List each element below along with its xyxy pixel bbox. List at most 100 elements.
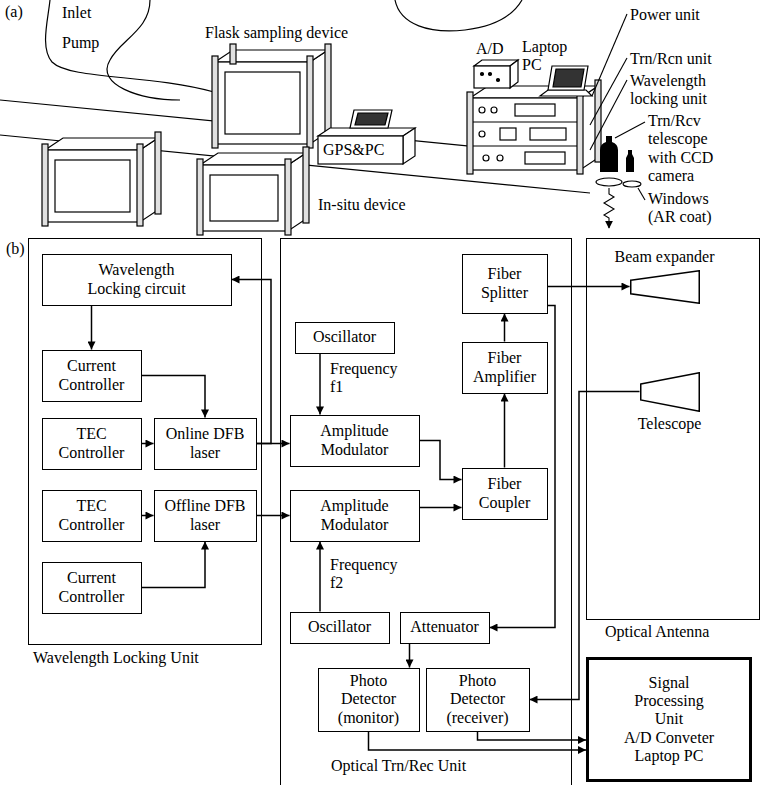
processing-box: Signal Processing UnitA/D ConveterLaptop… [586,657,752,782]
laser-beam [604,188,614,228]
optics-outline [630,270,700,304]
attenuator-box: Attenuator [400,612,490,644]
box-label: Laptop PC [635,747,704,765]
box-label: Photo Detector (monitor) [338,672,399,727]
knob [479,131,485,137]
signal-arrow [420,507,462,509]
rack-post [197,159,203,235]
unit-label: Optical Trn/Rec Unit [329,757,468,775]
box-label: Current Controller [59,569,125,606]
unit-frame: Optical Trn/Rec Unit Oscillator Fiber Spli… [280,238,572,785]
signal-arrow [319,542,321,612]
signal-label: Frequency f2 [328,556,400,593]
knob [491,107,497,113]
telescope: Telescope [640,372,700,412]
rack-post [467,92,473,174]
rack-device [225,72,300,134]
box-side [510,60,518,88]
box-label: TEC Controller [59,425,125,462]
signal-arrow [369,732,587,750]
laser-box: Online DFB laser [154,418,257,470]
unit-label: Optical Antenna [603,623,711,641]
unit-label: Telescope [638,415,702,433]
signal-arrow [142,443,154,445]
rack-post [303,147,309,223]
signal-arrow [504,314,506,342]
signal-arrow [142,376,206,418]
box-top [318,128,415,136]
connector-dot [481,73,484,76]
fiber-box: Fiber Coupler [462,468,548,520]
box-label: Oscillator [308,618,371,636]
knob [479,107,485,113]
cabin-wall [107,0,180,100]
laser-box: Offline DFB laser [154,490,257,542]
fiber-box: Fiber Splitter [462,254,548,314]
window [596,178,622,186]
part-label: Wavelength locking unit [630,72,740,109]
unit-label: Beam expander [615,248,715,266]
rack-front [45,150,140,222]
window [623,181,641,187]
part-label: In-situ device [318,196,406,214]
signal-arrow [548,286,630,288]
box-label: Fiber Coupler [479,475,531,512]
box-front [318,136,403,164]
ccd-camera [626,150,634,172]
oscillator-box: Oscillator [290,612,390,644]
part-label: Trn/Rcn unit [630,50,712,68]
rack-post [155,132,161,214]
beam-expander: Beam expander [630,270,700,304]
box-label: Offline DFB laser [155,497,256,534]
box-label: Oscillator [313,328,376,346]
signal-arrow [319,354,321,415]
leader-line [592,14,627,96]
part-label: Trn/Rcv telescope with CCD camera [648,112,733,186]
panel [515,104,555,116]
box-label: TEC Controller [59,497,125,534]
signal-arrow [409,644,411,668]
knob [497,155,503,161]
rack-shelf [470,121,580,122]
panel [500,128,516,140]
circuit-box: Wavelength Locking circuit [42,254,232,306]
optics-shape [640,372,699,411]
detector-box: Photo Detector (monitor) [318,668,420,732]
rack-post [325,44,331,136]
signal-arrow [142,542,206,588]
signal-arrow [530,392,640,700]
box-label: Fiber Amplifier [473,349,536,386]
signal-arrow [420,441,462,480]
modulator-box: Amplitude Modulator [290,490,420,542]
leader-line [638,188,645,200]
box-label: Amplitude Modulator [320,497,388,534]
part-label: Power unit [630,6,700,24]
fiber-box: Fiber Amplifier [462,342,548,394]
optics-shape [630,270,699,303]
part-label: Laptop PC [522,38,567,75]
box-side [403,128,415,164]
box-label: Online DFB laser [155,425,256,462]
cabin-wall [395,0,522,31]
part-label: Inlet [62,4,91,22]
signal-arrow [91,306,93,350]
rack-post [285,159,291,235]
box-label: Signal Processing Unit [634,674,703,729]
rack-device [55,160,130,212]
knob [483,155,489,161]
box-front [474,66,510,88]
optics-outline [640,372,700,412]
laptop-base [540,90,592,96]
connector-dot [497,79,500,82]
signal-arrow [504,394,506,468]
rack-post [137,144,143,226]
box-label: Current Controller [59,357,125,394]
controller-box: TEC Controller [42,418,142,470]
controller-box: TEC Controller [42,490,142,542]
inlet-tube [46,0,214,92]
controller-box: Current Controller [42,350,142,402]
signal-arrow [478,732,587,740]
connector-dot [489,73,492,76]
signal-arrow [142,515,154,517]
detector-box: Photo Detector (receiver) [426,668,530,732]
